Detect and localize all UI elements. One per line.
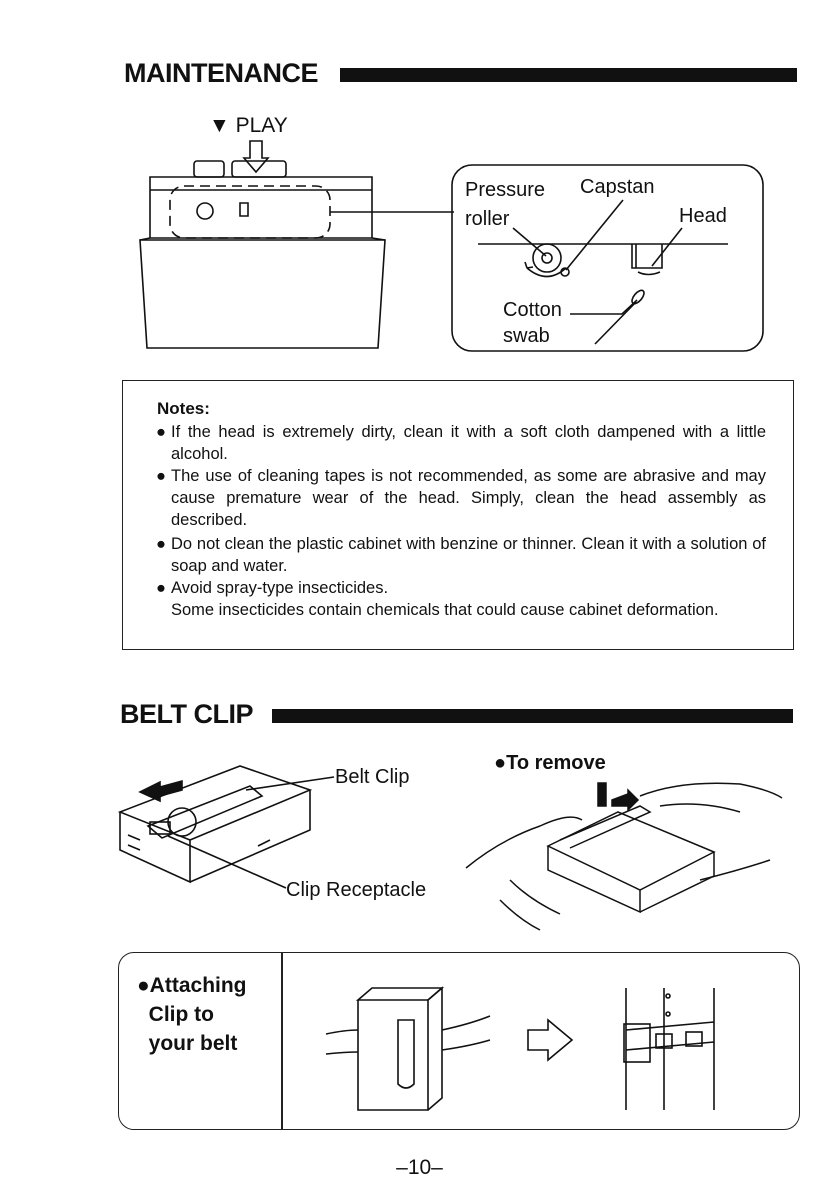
cotton-swab-label: Cotton swab — [503, 299, 562, 347]
to-remove-label: ●To remove — [494, 752, 606, 774]
divider — [281, 953, 283, 1129]
bullet-icon: ● — [156, 423, 166, 441]
belt-clip-heading-bar — [272, 709, 793, 723]
capstan-label: Capstan — [580, 176, 655, 198]
bullet-icon: ● — [156, 535, 166, 553]
notes-box: Notes: ● If the head is extremely dirty,… — [122, 380, 794, 650]
bullet-icon: ● — [156, 579, 166, 597]
bullet-icon: ● — [156, 467, 166, 485]
note-item: ● Do not clean the plastic cabinet with … — [156, 535, 766, 575]
note-item: ● The use of cleaning tapes is not recom… — [156, 467, 766, 529]
note-item: ● If the head is extremely dirty, clean … — [156, 423, 766, 463]
belt-clip-heading: BELT CLIP — [120, 699, 254, 729]
attaching-clip-title: ●Attaching Clip to your belt — [137, 974, 247, 1055]
clip-receptacle-label: Clip Receptacle — [286, 879, 427, 901]
pressure-roller-label: Pressure roller — [465, 179, 546, 230]
belt-clip-label: Belt Clip — [335, 766, 410, 788]
page-number: –10– — [396, 1156, 443, 1179]
attaching-clip-box: ●Attaching Clip to your belt — [118, 952, 800, 1130]
notes-title: Notes: — [157, 399, 210, 418]
note-item: ● Avoid spray-type insecticides. Some in… — [156, 579, 719, 619]
maintenance-heading-bar — [340, 68, 797, 82]
play-label: ▼ PLAY — [209, 114, 288, 137]
maintenance-heading: MAINTENANCE — [124, 58, 319, 88]
head-label: Head — [679, 205, 727, 227]
